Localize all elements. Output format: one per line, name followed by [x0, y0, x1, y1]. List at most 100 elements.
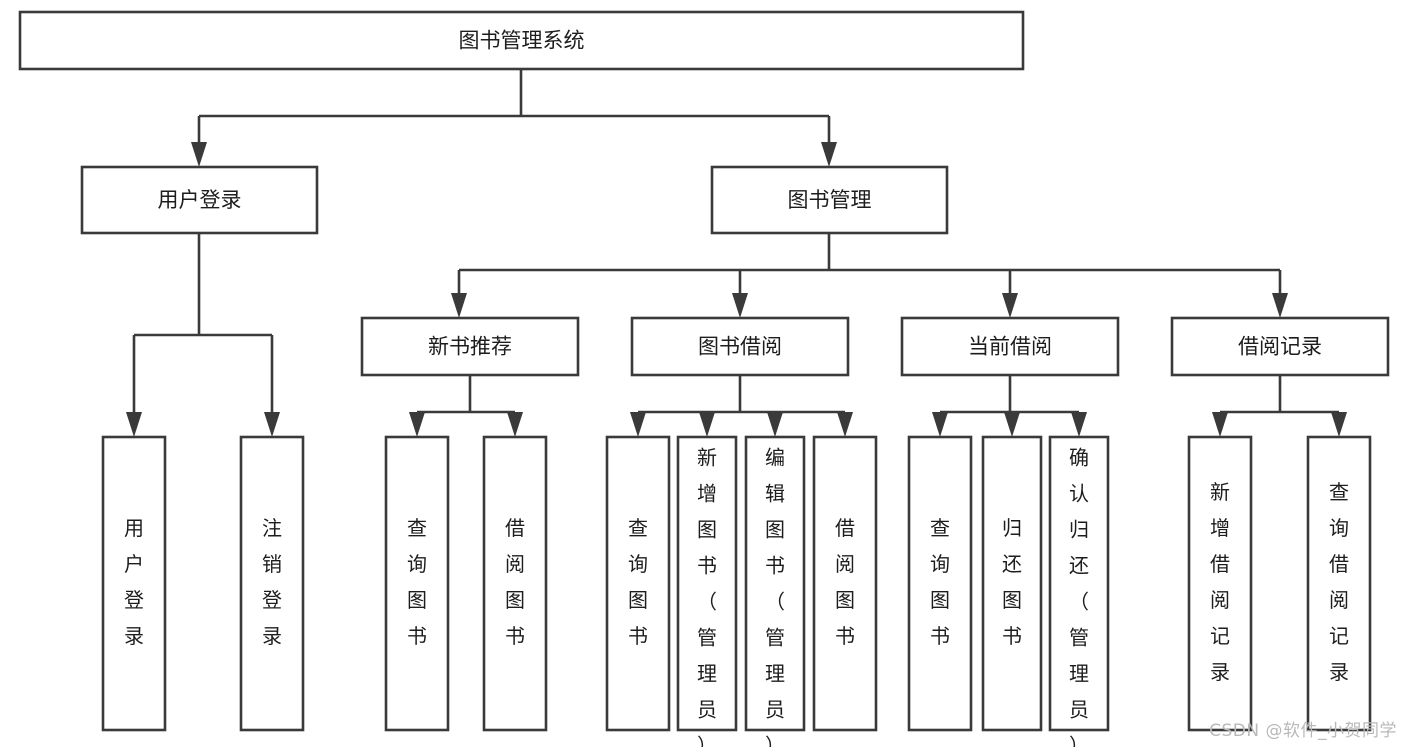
- node-label-glyph: 图: [765, 518, 785, 542]
- node-label-glyph: 员: [765, 698, 785, 722]
- node-label-glyph: 查: [628, 516, 648, 540]
- arrow-head-icon: [932, 412, 948, 437]
- node-label-glyph: 书: [628, 624, 648, 648]
- node-level2-用户登录[interactable]: 用户登录: [80, 165, 319, 235]
- node-label-glyph: 理: [1069, 662, 1089, 686]
- arrow-head-icon: [1272, 293, 1288, 318]
- node-leaf-用户登录[interactable]: 用户登录: [101, 435, 167, 732]
- node-label-glyph: 员: [697, 698, 717, 722]
- arrow-head-icon: [451, 293, 467, 318]
- node-label-glyph: 用: [124, 516, 144, 540]
- node-label-glyph: 查: [930, 516, 950, 540]
- connector-group: [191, 69, 837, 167]
- node-box-outline: [1048, 435, 1110, 732]
- node-label-glyph: 注: [262, 516, 282, 540]
- node-level3-当前借阅[interactable]: 当前借阅: [900, 316, 1120, 377]
- node-label-glyph: 借: [1210, 552, 1230, 576]
- node-label-glyph: 书: [930, 624, 950, 648]
- node-label-glyph: 图: [505, 588, 525, 612]
- node-label: 借阅记录: [1238, 335, 1322, 359]
- node-label-glyph: 编: [765, 446, 785, 470]
- arrow-head-icon: [191, 142, 207, 167]
- node-label-glyph: ）: [1069, 734, 1089, 747]
- node-label-glyph: 阅: [1329, 588, 1349, 612]
- arrow-head-icon: [1071, 412, 1087, 437]
- node-label-glyph: ）: [765, 734, 785, 747]
- node-label: 当前借阅: [968, 335, 1052, 359]
- node-label-glyph: 认: [1069, 482, 1089, 506]
- node-label-glyph: 管: [697, 626, 717, 650]
- node-label-glyph: 管: [1069, 626, 1089, 650]
- node-box-outline: [18, 10, 1025, 71]
- node-label-glyph: 录: [124, 624, 144, 648]
- node-level3-新书推荐[interactable]: 新书推荐: [360, 316, 580, 377]
- node-label-glyph: 登: [124, 588, 144, 612]
- node-label: 图书管理系统: [459, 29, 585, 53]
- connector-group: [451, 233, 1288, 318]
- node-box-outline: [812, 435, 878, 732]
- node-box-outline: [710, 165, 949, 235]
- arrow-head-icon: [507, 412, 523, 437]
- node-label-glyph: 录: [262, 624, 282, 648]
- node-label-glyph: 理: [697, 662, 717, 686]
- node-label-glyph: 记: [1329, 624, 1349, 648]
- node-label-glyph: 询: [407, 552, 427, 576]
- node-label-glyph: 图: [930, 588, 950, 612]
- node-box-outline: [744, 435, 806, 732]
- node-label-glyph: 图: [697, 518, 717, 542]
- node-level3-图书借阅[interactable]: 图书借阅: [630, 316, 850, 377]
- connector-group: [932, 375, 1087, 437]
- arrow-head-icon: [264, 412, 280, 437]
- node-box-outline: [630, 316, 850, 377]
- node-label-glyph: 还: [1002, 552, 1022, 576]
- node-label: 新书推荐: [428, 335, 512, 359]
- node-label-glyph: 增: [697, 482, 717, 506]
- connector-group: [409, 375, 523, 437]
- node-label-glyph: 查: [1329, 480, 1349, 504]
- node-label-glyph: （: [1069, 590, 1089, 614]
- arrow-head-icon: [1004, 412, 1020, 437]
- node-label-glyph: 辑: [765, 482, 785, 506]
- node-box-outline: [239, 435, 305, 732]
- node-label: 图书借阅: [698, 335, 782, 359]
- arrow-head-icon: [126, 412, 142, 437]
- node-level3-借阅记录[interactable]: 借阅记录: [1170, 316, 1390, 377]
- node-label-glyph: 户: [124, 552, 144, 576]
- node-label-glyph: 归: [1002, 516, 1022, 540]
- node-label-glyph: 增: [1210, 516, 1230, 540]
- arrow-head-icon: [699, 412, 715, 437]
- node-box-outline: [1187, 435, 1253, 732]
- node-root-图书管理系统[interactable]: 图书管理系统: [18, 10, 1025, 71]
- node-label-glyph: 销: [262, 552, 282, 576]
- node-label-glyph: 阅: [1210, 588, 1230, 612]
- node-box-outline: [900, 316, 1120, 377]
- node-label: 用户登录: [158, 188, 242, 212]
- node-box-outline: [101, 435, 167, 732]
- node-box-outline: [981, 435, 1043, 732]
- node-label-glyph: 书: [1002, 624, 1022, 648]
- node-box-outline: [1170, 316, 1390, 377]
- node-label-glyph: 确: [1069, 446, 1089, 470]
- csdn-watermark: CSDN @软件_小贺同学: [1209, 721, 1397, 741]
- node-label-glyph: 录: [1210, 660, 1230, 684]
- node-label-glyph: 理: [765, 662, 785, 686]
- arrow-head-icon: [767, 412, 783, 437]
- node-label-glyph: 新: [697, 446, 717, 470]
- node-label-glyph: 图: [628, 588, 648, 612]
- node-level2-图书管理[interactable]: 图书管理: [710, 165, 949, 235]
- node-label-glyph: 书: [697, 554, 717, 578]
- node-label-glyph: 阅: [505, 552, 525, 576]
